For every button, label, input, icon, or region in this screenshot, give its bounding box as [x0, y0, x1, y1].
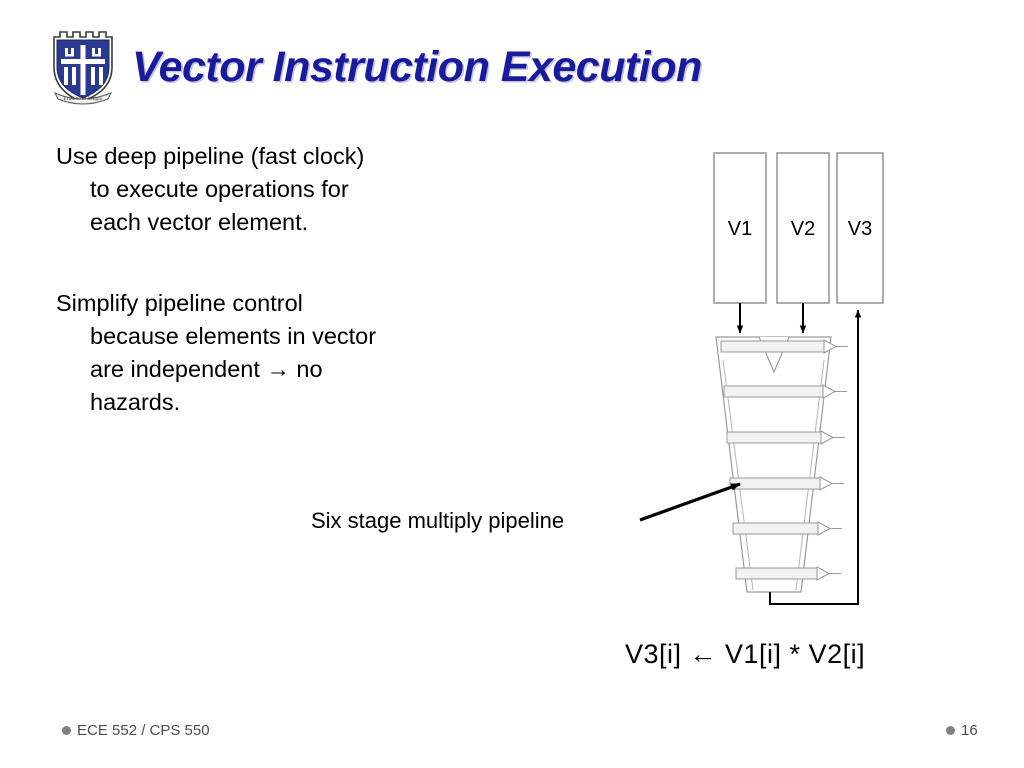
paragraph1-line2: to execute operations for	[90, 176, 349, 202]
clock-input-triangle-5	[817, 521, 832, 536]
vector-operation-formula: V3[i] ← V1[i] * V2[i]	[625, 639, 866, 669]
paragraph1-line3: each vector element.	[90, 209, 309, 235]
register-label-V2: V2	[791, 218, 815, 240]
paragraph-deep-pipeline: Use deep pipeline (fast clock) to execut…	[56, 140, 526, 239]
footer-page-number: 16	[946, 722, 978, 739]
multiplier-wedge-notch	[758, 336, 790, 374]
bullet-icon	[946, 726, 955, 735]
pipeline-stage-2	[723, 384, 847, 399]
paragraph2-line1: Simplify pipeline control	[56, 290, 303, 316]
clock-input-triangle-1	[823, 339, 838, 354]
feedback-path-to-v3	[769, 309, 862, 605]
callout-arrow-pipeline-label	[639, 482, 741, 522]
footer-course-label: ECE 552 / CPS 550	[77, 722, 210, 739]
page-number-label: 16	[961, 722, 978, 739]
funnel-inner-right-edge	[795, 359, 825, 591]
clock-input-triangle-3	[820, 430, 835, 445]
paragraph2-line3: are independent → no	[90, 356, 323, 382]
vector-register-V1: V1	[713, 152, 767, 304]
paragraph-simplify-control: Simplify pipeline control because elemen…	[56, 287, 526, 419]
register-label-V3: V3	[848, 218, 872, 240]
vector-register-V2: V2	[776, 152, 830, 304]
paragraph2-line2: because elements in vector	[90, 323, 377, 349]
register-label-V1: V1	[728, 218, 752, 240]
duke-shield-icon: Eruditio et Religio	[53, 31, 113, 105]
duke-shield-logo: Eruditio et Religio	[46, 29, 120, 107]
bullet-icon	[62, 726, 71, 735]
paragraph1-line1: Use deep pipeline (fast clock)	[56, 143, 365, 169]
multiply-pipeline-body	[715, 336, 832, 593]
page-title: Vector Instruction Execution	[132, 43, 702, 91]
shield-motto: Eruditio et Religio	[63, 96, 103, 102]
pipeline-caption: Six stage multiply pipeline	[311, 508, 565, 533]
clock-input-triangle-4	[819, 476, 834, 491]
footer-course: ECE 552 / CPS 550	[62, 722, 210, 739]
clock-input-triangle-2	[822, 384, 837, 399]
paragraph2-line4: hazards.	[90, 389, 181, 415]
pipeline-stage-3	[726, 430, 845, 445]
clock-input-triangle-6	[816, 566, 831, 581]
pipeline-stage-6	[735, 566, 841, 581]
pipeline-stage-4	[729, 476, 844, 491]
funnel-inner-left-edge	[722, 359, 754, 591]
pipeline-stage-5	[732, 521, 842, 536]
vector-register-V3: V3	[836, 152, 884, 304]
pipeline-stage-1	[720, 339, 848, 354]
